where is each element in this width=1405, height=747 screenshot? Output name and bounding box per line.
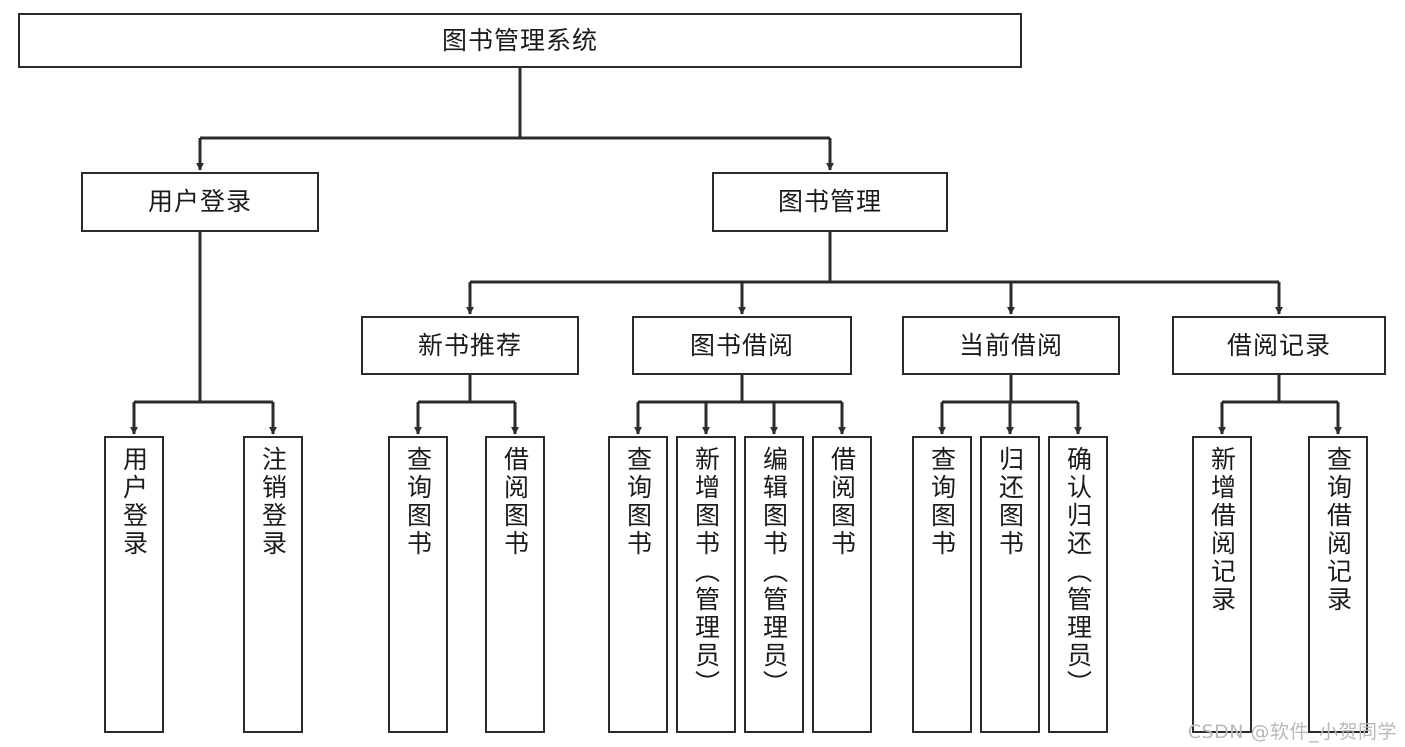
node-label: 用户登录	[147, 187, 252, 217]
node-label: 新增借阅记录	[1207, 446, 1237, 614]
node-root[interactable]: 图书管理系统	[18, 13, 1022, 68]
node-leaf-bw-query[interactable]: 查询图书	[608, 436, 668, 733]
node-leaf-cur-return[interactable]: 归还图书	[980, 436, 1040, 733]
node-label: 注销登录	[258, 446, 288, 558]
node-borrow[interactable]: 图书借阅	[632, 316, 852, 375]
node-label: 查询借阅记录	[1323, 446, 1353, 614]
node-label: 归还图书	[995, 446, 1025, 558]
node-label: 借阅图书	[500, 446, 530, 558]
node-current[interactable]: 当前借阅	[902, 316, 1120, 375]
node-leaf-nb-query[interactable]: 查询图书	[388, 436, 448, 733]
node-leaf-rec-add[interactable]: 新增借阅记录	[1192, 436, 1252, 733]
node-label: 编辑图书（管理员）	[759, 446, 789, 698]
node-label: 新书推荐	[417, 330, 522, 360]
node-leaf-cur-query[interactable]: 查询图书	[912, 436, 972, 733]
node-leaf-cur-confirm[interactable]: 确认归还（管理员）	[1048, 436, 1108, 733]
node-bookmgmt[interactable]: 图书管理	[712, 172, 948, 232]
node-label: 查询图书	[623, 446, 653, 558]
node-leaf-bw-add[interactable]: 新增图书（管理员）	[676, 436, 736, 733]
node-login[interactable]: 用户登录	[81, 172, 319, 232]
node-leaf-bw-edit[interactable]: 编辑图书（管理员）	[744, 436, 804, 733]
node-label: 查询图书	[927, 446, 957, 558]
node-label: 当前借阅	[958, 330, 1063, 360]
node-label: 确认归还（管理员）	[1063, 446, 1093, 698]
node-newbook[interactable]: 新书推荐	[361, 316, 579, 375]
node-leaf-nb-borrow[interactable]: 借阅图书	[485, 436, 545, 733]
node-label: 新增图书（管理员）	[691, 446, 721, 698]
node-records[interactable]: 借阅记录	[1172, 316, 1386, 375]
node-label: 用户登录	[119, 446, 149, 558]
node-leaf-user-login[interactable]: 用户登录	[104, 436, 164, 733]
node-leaf-rec-query[interactable]: 查询借阅记录	[1308, 436, 1368, 733]
node-leaf-bw-borrow[interactable]: 借阅图书	[812, 436, 872, 733]
node-label: 借阅图书	[827, 446, 857, 558]
node-label: 图书借阅	[689, 330, 794, 360]
node-label: 图书管理	[777, 187, 882, 217]
node-leaf-logout[interactable]: 注销登录	[243, 436, 303, 733]
node-label: 图书管理系统	[441, 25, 598, 55]
node-label: 借阅记录	[1226, 330, 1331, 360]
watermark-text: CSDN @软件_小贺同学	[1187, 721, 1397, 743]
node-label: 查询图书	[403, 446, 433, 558]
